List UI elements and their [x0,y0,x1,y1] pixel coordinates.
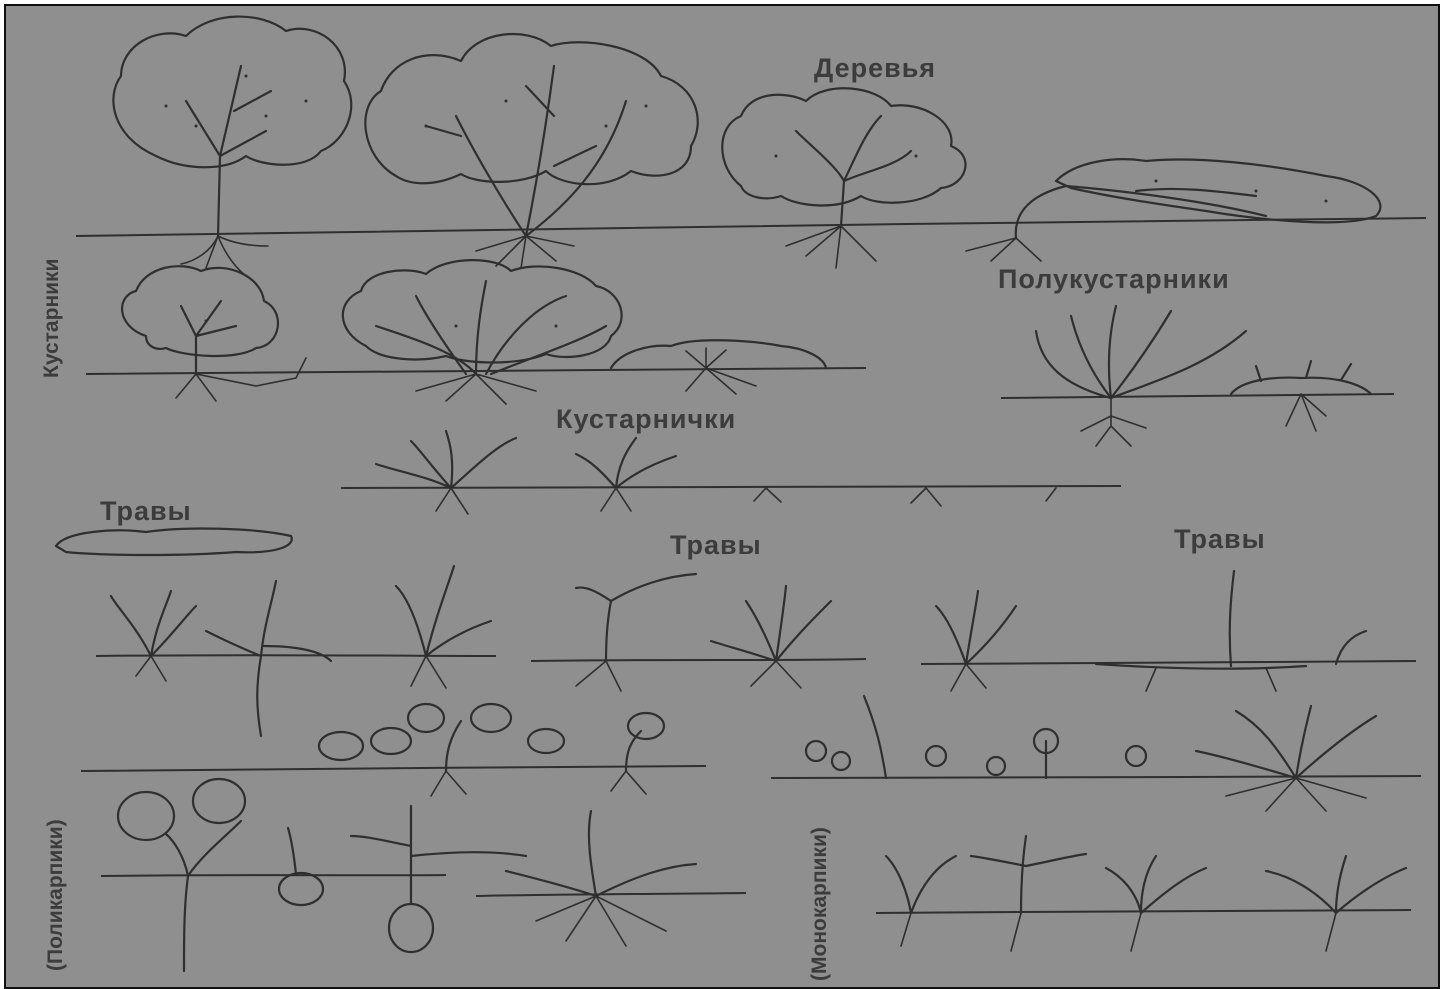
trees-group [76,17,1426,276]
illustration-panel: Деревья Полукустарники Кустарнички Травы… [4,4,1440,989]
shrubs-group [86,260,866,404]
creeping-herbs-group [81,696,1421,811]
trees-label: Деревья [814,53,936,84]
tree-illustration [722,88,965,268]
monocarpic-plant-illustration [886,836,1406,951]
polycarpic-group [101,779,746,971]
herb-illustration [936,571,1366,691]
plant-life-forms-drawing [6,6,1438,987]
monocarpic-label: (Монокарпики) [808,827,832,981]
herbs-left-label: Травы [100,496,192,527]
shrub-illustration [122,266,306,401]
shrub-illustration [343,260,622,404]
tree-illustration [113,17,351,276]
creeping-herb-illustration [806,696,1376,811]
tree-illustration [365,34,697,268]
herbs-right-group [921,571,1416,691]
dwarf-shrub-illustration [376,431,1056,514]
dwarf-shrubs-group [341,431,1121,514]
semishrubs-label: Полукустарники [998,264,1230,295]
semishrub-illustration [1036,306,1246,446]
shrubs-label: Кустарники [40,259,64,378]
dwarf-shrubs-label: Кустарнички [556,404,736,435]
herb-illustration [576,574,831,691]
herbs-middle-group [531,574,866,691]
herbs-middle-label: Травы [670,530,762,561]
herbs-right-label: Травы [1174,524,1266,555]
leaning-tree-illustration [966,159,1380,261]
semishrubs-group [1001,306,1394,446]
low-shrub-illustration [611,340,826,394]
herb-illustration [111,566,491,736]
polycarpic-label: (Поликарпики) [44,819,68,971]
monocarpic-group [876,836,1411,951]
creeping-herb-illustration [319,704,664,796]
